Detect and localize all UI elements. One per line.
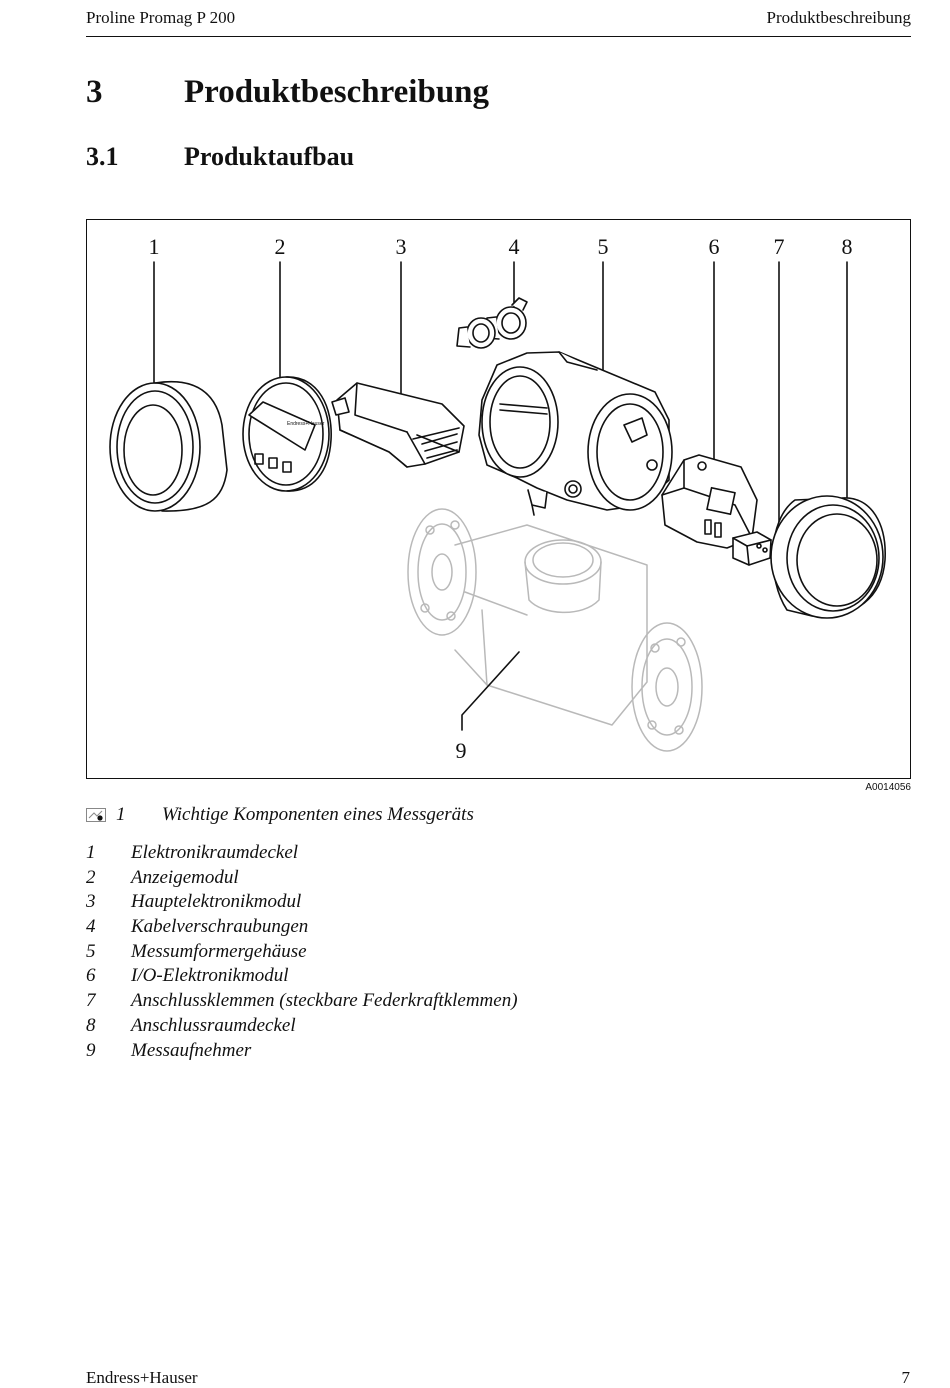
legend-text: I/O-Elektronikmodul — [131, 965, 289, 987]
legend-text: Anschlussklemmen (steckbare Federkraftkl… — [131, 990, 518, 1012]
legend-number: 5 — [86, 940, 96, 962]
legend-text: Anschlussraumdeckel — [131, 1014, 296, 1036]
legend-text: Messaufnehmer — [131, 1039, 252, 1061]
header-section-name: Produktbeschreibung — [766, 8, 911, 27]
sensor-drawing — [407, 508, 703, 752]
exploded-view-drawing: Endress+Hauser — [109, 234, 886, 763]
transmitter-housing-drawing — [478, 351, 673, 516]
chapter-number: 3 — [86, 74, 103, 110]
cable-glands-drawing — [456, 297, 528, 349]
callout-3: 3 — [396, 234, 407, 259]
callout-8: 8 — [842, 234, 853, 259]
callout-5: 5 — [598, 234, 609, 259]
caption-text: Wichtige Komponenten eines Messgeräts — [162, 804, 474, 825]
legend-number: 2 — [86, 866, 96, 888]
figure-icon — [86, 808, 106, 822]
chapter-title: Produktbeschreibung — [184, 74, 490, 110]
header-product-name: Proline Promag P 200 — [86, 8, 236, 27]
connection-cover-drawing — [770, 495, 886, 619]
legend-text: Kabelverschraubungen — [131, 916, 309, 938]
legend-text: Hauptelektronikmodul — [131, 891, 302, 913]
legend-text: Messumformergehäuse — [131, 940, 307, 962]
legend-number: 8 — [86, 1014, 96, 1036]
legend-text: Anzeigemodul — [131, 866, 239, 888]
legend-text: Elektronikraumdeckel — [131, 842, 299, 863]
figure-code: A0014056 — [865, 782, 911, 793]
legend-number: 4 — [86, 916, 96, 938]
section-title: Produktaufbau — [184, 142, 355, 171]
exploded-view-figure: Endress+Hauser — [86, 219, 911, 779]
footer-brand: Endress+Hauser — [86, 1368, 198, 1387]
io-module-drawing — [661, 454, 758, 549]
legend-number: 1 — [86, 842, 96, 863]
callout-7: 7 — [774, 234, 785, 259]
legend-number: 7 — [86, 990, 96, 1012]
electronics-cover-drawing — [109, 380, 228, 512]
legend-number: 6 — [86, 965, 96, 987]
svg-text:Endress+Hauser: Endress+Hauser — [287, 421, 325, 427]
callout-1: 1 — [149, 234, 160, 259]
callout-9: 9 — [456, 738, 467, 763]
callout-6: 6 — [709, 234, 720, 259]
page-number: 7 — [901, 1368, 911, 1387]
display-module-drawing: Endress+Hauser — [242, 376, 332, 492]
page-header: Proline Promag P 200 Produktbeschreibung — [86, 6, 911, 37]
terminals-drawing — [732, 531, 772, 566]
section-number: 3.1 — [86, 142, 119, 171]
caption-number: 1 — [116, 804, 126, 825]
legend-number: 3 — [86, 891, 96, 913]
legend-number: 9 — [86, 1039, 96, 1061]
callout-2: 2 — [275, 234, 286, 259]
callout-4: 4 — [509, 234, 520, 259]
main-electronics-drawing — [331, 382, 465, 468]
